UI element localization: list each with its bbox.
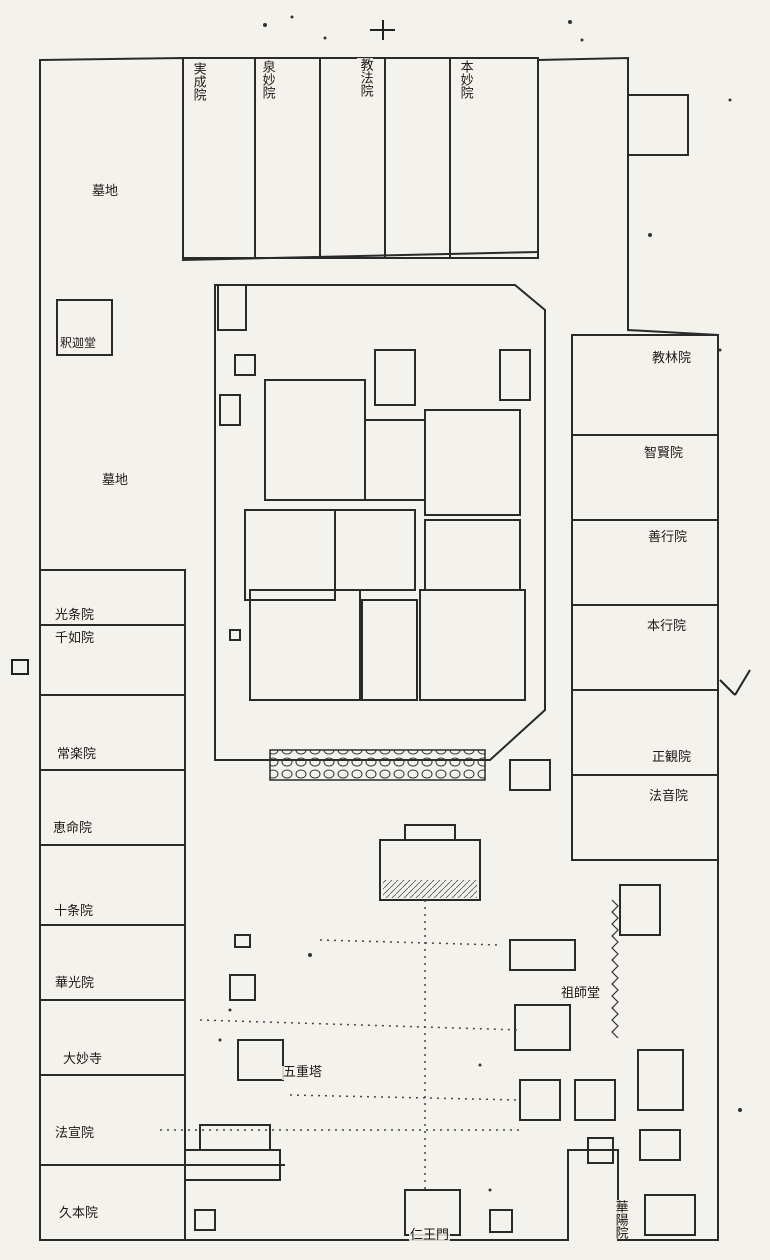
stone-wall — [269, 749, 486, 781]
label-chikenin: 智賢院 — [643, 446, 685, 461]
label-bochi-upper: 墓地 — [91, 184, 120, 199]
label-bochi-lower: 墓地 — [101, 473, 130, 488]
label-kojoin: 光条院 — [54, 608, 96, 623]
label-kyohoin: 教法院 — [357, 58, 373, 97]
hondo-hatching — [383, 880, 477, 898]
label-hoonin: 法音院 — [648, 789, 690, 804]
label-hosenin: 法宣院 — [54, 1126, 96, 1141]
ink-dots — [218, 15, 742, 1192]
label-zengyoin: 善行院 — [647, 530, 689, 545]
boundary-lines — [39, 56, 719, 1241]
compass-marks — [11, 20, 751, 696]
label-kyorinin: 教林院 — [651, 351, 693, 366]
label-keyoin: 華陽院 — [612, 1200, 628, 1239]
label-hongyoin: 本行院 — [646, 619, 688, 634]
label-senmyoin: 泉妙院 — [259, 60, 275, 99]
path-dots — [160, 900, 521, 1190]
label-kumotoin: 久本院 — [58, 1206, 100, 1221]
label-daimyoji: 大妙寺 — [62, 1052, 104, 1067]
label-emyoin: 恵命院 — [52, 821, 94, 836]
label-sennyoin: 千如院 — [54, 631, 96, 646]
label-gojunoto: 五重塔 — [282, 1065, 324, 1080]
label-shakado: 釈迦堂 — [59, 336, 98, 350]
label-jorakuin: 常楽院 — [56, 747, 98, 762]
fence-line — [611, 899, 619, 1039]
label-shokanin: 正観院 — [651, 750, 693, 765]
label-honmyoin: 本妙院 — [457, 60, 473, 99]
label-soshido: 祖師堂 — [560, 986, 602, 1001]
label-niomon: 仁王門 — [409, 1228, 451, 1243]
label-jitsujoin: 実成院 — [190, 62, 206, 101]
label-kekoin: 華光院 — [54, 976, 96, 991]
label-jujoin: 十条院 — [53, 904, 95, 919]
